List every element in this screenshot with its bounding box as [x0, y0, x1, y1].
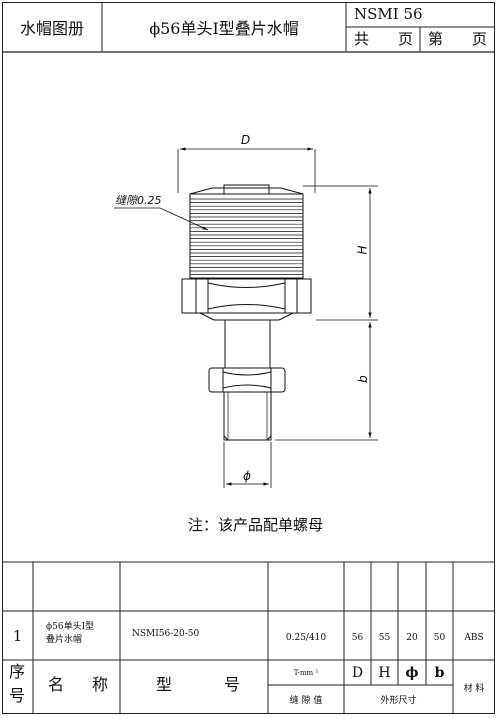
- material-label: 材 料: [463, 683, 485, 694]
- gap-leader: [114, 207, 209, 231]
- stem-threaded: [223, 391, 272, 441]
- row-D: 56: [351, 633, 364, 643]
- booklet-title: 水帽图册: [19, 19, 84, 38]
- row-name-line2: 叠片水帽: [46, 635, 83, 645]
- row-name-line1: ϕ56单头Ⅰ型: [46, 622, 95, 632]
- total-pages-label-2: 页: [398, 30, 414, 48]
- dim-H: [303, 185, 378, 321]
- part-title: ϕ56单头Ⅰ型叠片水帽: [149, 19, 299, 38]
- col-b: b: [434, 664, 445, 681]
- page-number-label-1: 第: [428, 30, 444, 48]
- name-label-2: 称: [92, 675, 109, 694]
- gap-label: 缝 隙 值: [289, 696, 323, 706]
- laminated-stack: [189, 193, 304, 279]
- drawing-frame: [2, 2, 495, 714]
- row-model: NSMⅠ56-20-50: [132, 629, 200, 639]
- dims-label: 外形尺寸: [380, 696, 417, 706]
- col-H: H: [378, 664, 391, 681]
- dim-b: [275, 322, 378, 441]
- row-index: 1: [12, 626, 23, 645]
- col-D: D: [351, 664, 364, 681]
- model-label-2: 号: [224, 675, 241, 694]
- row-material: ABS: [464, 633, 484, 643]
- gap-unit: T-mm ²: [293, 668, 319, 677]
- doc-code: NSMⅠ 56: [354, 5, 423, 23]
- model-label-1: 型: [156, 675, 173, 694]
- dim-D-label: D: [241, 133, 251, 147]
- total-pages-label-1: 共: [354, 30, 370, 48]
- col-phi: ϕ: [405, 664, 419, 681]
- gap-callout: 缝隙0.25: [115, 194, 162, 207]
- dim-phi: [223, 442, 272, 488]
- dim-phi-label: ϕ: [243, 469, 251, 483]
- row-b: 50: [433, 633, 446, 643]
- page-number-label-2: 页: [472, 30, 488, 48]
- product-note: 注：该产品配单螺母: [188, 516, 324, 534]
- row-H: 55: [378, 633, 391, 643]
- row-phi: 20: [406, 633, 418, 643]
- name-label-1: 名: [48, 675, 65, 694]
- index-label-2: 号: [9, 686, 26, 705]
- row-gap: 0.25/410: [285, 633, 327, 643]
- index-label-1: 序: [9, 662, 26, 681]
